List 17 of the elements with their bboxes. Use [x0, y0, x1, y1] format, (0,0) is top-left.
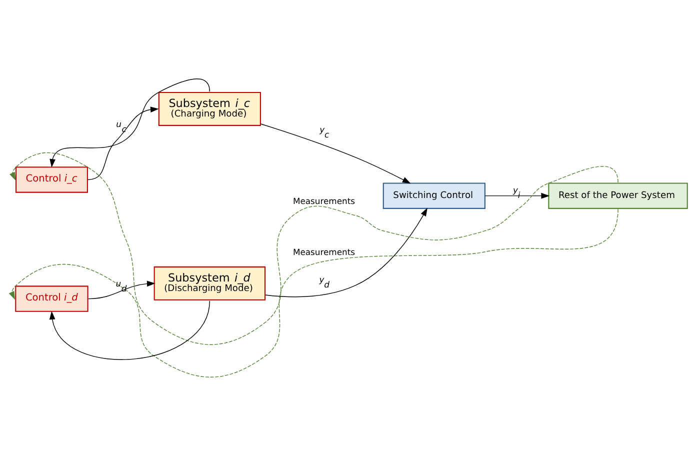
- node-box: Control i_d: [15, 285, 88, 312]
- arrow: [260, 123, 411, 184]
- arrow: [87, 280, 156, 299]
- node-box: Control i_c: [15, 166, 88, 192]
- arrow: [87, 106, 159, 180]
- node-box: Subsystem i_c (Charging Mode): [158, 92, 261, 126]
- node-box: Rest of the Power System: [548, 182, 688, 208]
- node-box: Subsystem i_d (Discharging Mode): [154, 266, 266, 300]
- edge-label: Measurements: [293, 246, 355, 257]
- arrow: [8, 208, 618, 377]
- arrow: [264, 207, 428, 297]
- arrow: [484, 192, 550, 198]
- edge-label: Measurements: [293, 195, 355, 206]
- arrow: [49, 300, 210, 360]
- node-box: Switching Control: [382, 182, 486, 208]
- arrow: [50, 78, 210, 167]
- arrow: [10, 152, 618, 344]
